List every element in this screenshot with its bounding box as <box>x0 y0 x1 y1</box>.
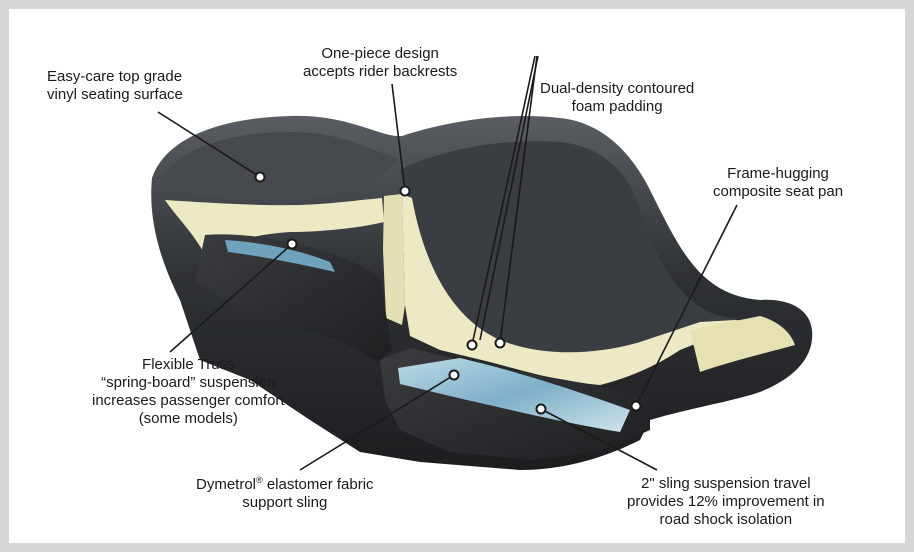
callout-truss-line3: increases passenger comfort <box>92 392 285 410</box>
dot-truss <box>288 240 297 249</box>
foam-divider <box>383 194 405 325</box>
callout-frame-line2: composite seat pan <box>713 183 843 201</box>
callout-one-piece-line2: accepts rider backrests <box>303 63 457 81</box>
callout-frame-hugging-pan: Frame-hugging composite seat pan <box>713 165 843 201</box>
callout-one-piece-line1: One-piece design <box>303 45 457 63</box>
dot-one-piece <box>401 187 410 196</box>
dot-dual-b <box>496 339 505 348</box>
dot-dual-a <box>468 341 477 350</box>
callout-dual-line1: Dual-density contoured <box>540 80 694 98</box>
callout-dymetrol-sling: Dymetrol® elastomer fabric support sling <box>196 476 374 512</box>
callout-sling-line1: 2" sling suspension travel <box>627 475 825 493</box>
callout-truss-line2: “spring-board” suspension <box>92 374 285 392</box>
callout-truss-line4: (some models) <box>92 410 285 428</box>
callout-sling-travel: 2" sling suspension travel provides 12% … <box>627 475 825 529</box>
callout-dual-line2: foam padding <box>540 98 694 116</box>
dymetrol-rest: elastomer fabric <box>263 476 374 493</box>
dot-sling-travel <box>537 405 546 414</box>
callout-dymetrol-line1: Dymetrol® elastomer fabric <box>196 476 374 494</box>
callout-dual-density-foam: Dual-density contoured foam padding <box>540 80 694 116</box>
dot-dymetrol <box>450 371 459 380</box>
dymetrol-brand: Dymetrol <box>196 476 256 493</box>
dot-frame <box>632 402 641 411</box>
callout-dymetrol-line2: support sling <box>196 494 374 512</box>
registered-mark: ® <box>256 475 263 485</box>
dot-vinyl <box>256 173 265 182</box>
callout-vinyl-line2: vinyl seating surface <box>47 86 183 104</box>
callout-sling-line2: provides 12% improvement in <box>627 493 825 511</box>
callout-vinyl-line1: Easy-care top grade <box>47 68 183 86</box>
callout-truss-line1: Flexible Truss <box>92 356 285 374</box>
callout-flexible-truss: Flexible Truss “spring-board” suspension… <box>92 356 285 428</box>
callout-vinyl-surface: Easy-care top grade vinyl seating surfac… <box>47 68 183 104</box>
callout-sling-line3: road shock isolation <box>627 511 825 529</box>
callout-one-piece-design: One-piece design accepts rider backrests <box>303 45 457 81</box>
callout-frame-line1: Frame-hugging <box>713 165 843 183</box>
